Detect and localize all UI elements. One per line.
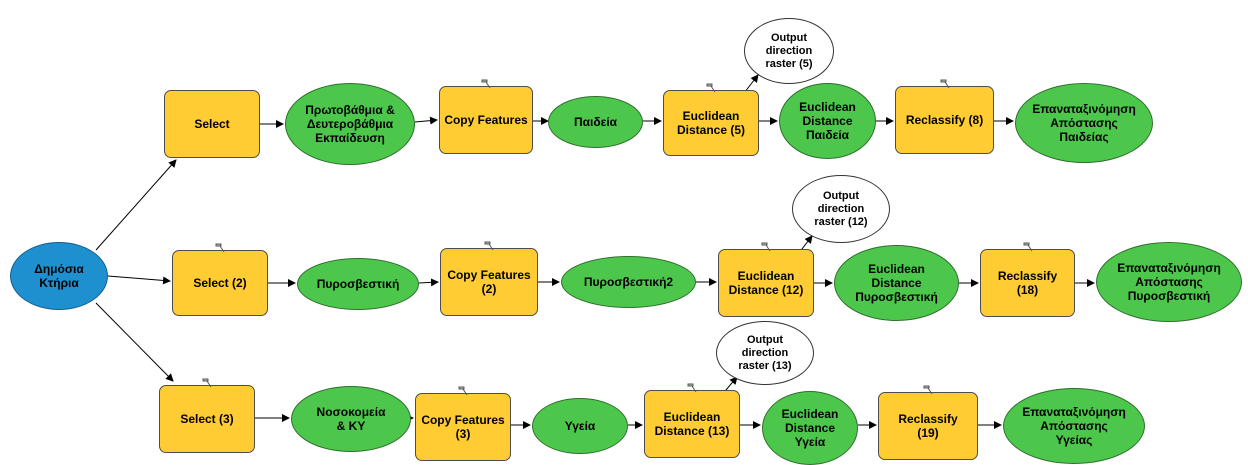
data-fire-selected[interactable]: Πυροσβεστική [297, 258, 419, 310]
node-label: Πυροσβεστική2 [583, 275, 674, 289]
node-label: Euclidean Distance Παιδεία [799, 100, 856, 142]
node-label: Select [194, 117, 230, 131]
node-label: Δημόσια Κτήρια [34, 262, 84, 290]
node-label: Euclidean Distance (13) [654, 410, 730, 438]
tool-reclassify-19[interactable]: Reclassify (19) [878, 385, 978, 460]
node-label: Euclidean Distance (5) [676, 109, 746, 137]
data-education[interactable]: Παιδεία [548, 96, 643, 148]
data-reclass-health[interactable]: Επαναταξινόμηση Απόστασης Υγείας [1003, 388, 1145, 464]
hammer-icon [484, 241, 494, 251]
node-label: Output direction raster (12) [814, 189, 868, 228]
input-dimosia-ktiria[interactable]: Δημόσια Κτήρια [10, 242, 108, 310]
node-label: Επαναταξινόμηση Απόστασης Παιδείας [1032, 102, 1136, 144]
hammer-icon [1023, 242, 1032, 252]
node-label: Παιδεία [573, 115, 618, 129]
tool-select-1[interactable]: Select [164, 90, 260, 158]
hammer-icon [202, 378, 212, 388]
node-label: Επαναταξινόμηση Απόστασης Υγείας [1022, 405, 1126, 447]
hammer-icon [706, 83, 716, 93]
hammer-icon [458, 386, 468, 396]
tool-copy-features-3[interactable]: Copy Features (3) [415, 386, 511, 461]
hammer-icon [940, 79, 949, 89]
node-label: Copy Features (2) [447, 268, 531, 296]
node-label: Reclassify (8) [905, 113, 984, 127]
tool-copy-features-2[interactable]: Copy Features (2) [440, 241, 538, 316]
node-label: Copy Features (3) [421, 413, 505, 441]
hammer-icon [481, 79, 491, 89]
node-label: Euclidean Distance Υγεία [781, 407, 839, 449]
tool-euclidean-distance-12[interactable]: Euclidean Distance (12) [718, 242, 814, 317]
tool-reclassify-18[interactable]: Reclassify (18) [980, 242, 1075, 317]
node-label: Πυροσβεστική [316, 277, 400, 291]
node-label: Select (3) [180, 412, 234, 426]
node-label: Υγεία [564, 419, 596, 433]
node-label: Euclidean Distance Πυροσβεστική [855, 262, 938, 304]
data-reclass-education[interactable]: Επαναταξινόμηση Απόστασης Παιδείας [1015, 83, 1153, 163]
data-euclidean-distance-health[interactable]: Euclidean Distance Υγεία [762, 391, 858, 465]
connector-input-select3 [95, 302, 174, 382]
tool-euclidean-distance-13[interactable]: Euclidean Distance (13) [644, 383, 740, 458]
node-label: Νοσοκομεία & ΚΥ [316, 405, 386, 433]
data-euclidean-distance-fire[interactable]: Euclidean Distance Πυροσβεστική [834, 245, 959, 321]
tool-euclidean-distance-5[interactable]: Euclidean Distance (5) [663, 83, 759, 156]
node-label: Reclassify (18) [997, 269, 1058, 297]
data-education-selected[interactable]: Πρωτοβάθμια & Δευτεροβάθμια Εκπαίδευση [285, 83, 415, 165]
output-direction-raster-5[interactable]: Output direction raster (5) [744, 18, 834, 84]
output-direction-raster-12[interactable]: Output direction raster (12) [792, 175, 890, 243]
hammer-icon [923, 385, 933, 395]
tool-select-2[interactable]: Select (2) [172, 243, 268, 316]
connector-r1-2 [414, 116, 438, 125]
output-direction-raster-13[interactable]: Output direction raster (13) [716, 321, 814, 385]
connector-input-select1 [95, 159, 177, 251]
connector-r2-2 [418, 278, 439, 287]
tool-select-3[interactable]: Select (3) [159, 378, 255, 453]
hammer-icon [761, 242, 771, 252]
node-label: Select (2) [193, 276, 247, 290]
node-label: Output direction raster (13) [738, 333, 792, 372]
data-health[interactable]: Υγεία [532, 398, 628, 454]
hammer-icon [687, 383, 697, 393]
node-label: Copy Features [444, 113, 528, 127]
node-label: Επαναταξινόμηση Απόστασης Πυροσβεστική [1117, 261, 1221, 303]
data-euclidean-distance-education[interactable]: Euclidean Distance Παιδεία [779, 83, 876, 159]
data-reclass-fire[interactable]: Επαναταξινόμηση Απόστασης Πυροσβεστική [1096, 242, 1242, 322]
tool-copy-features-1[interactable]: Copy Features [439, 79, 533, 154]
node-label: Reclassify (19) [898, 412, 958, 440]
connector-input-select2 [107, 275, 171, 285]
node-label: Πρωτοβάθμια & Δευτεροβάθμια Εκπαίδευση [305, 103, 395, 145]
node-label: Output direction raster (5) [765, 31, 813, 70]
data-health-selected[interactable]: Νοσοκομεία & ΚΥ [291, 386, 411, 452]
tool-reclassify-8[interactable]: Reclassify (8) [895, 79, 994, 154]
data-fire2[interactable]: Πυροσβεστική2 [561, 256, 696, 308]
node-label: Euclidean Distance (12) [728, 269, 804, 297]
hammer-icon [215, 243, 225, 253]
